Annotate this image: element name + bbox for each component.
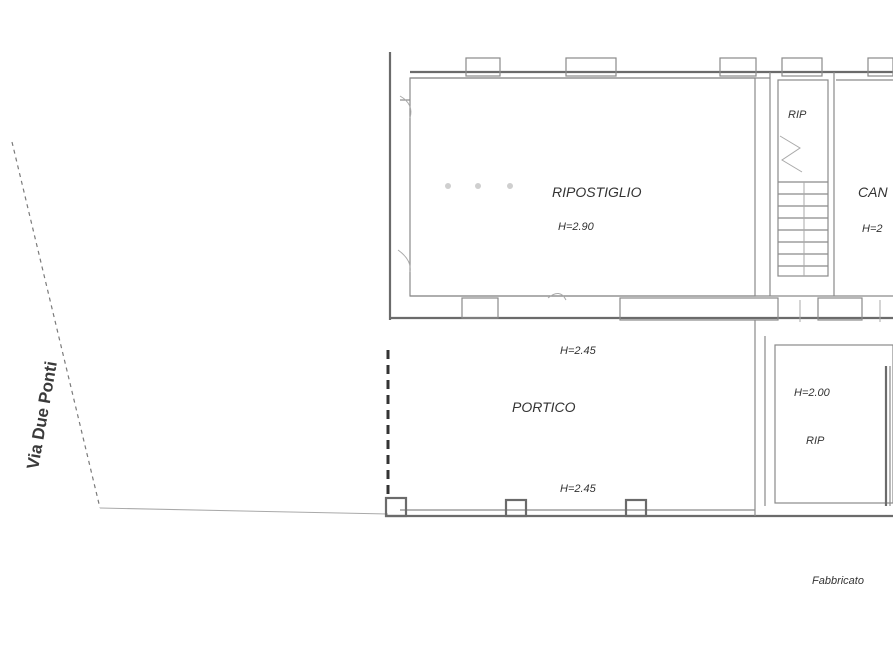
staircase: RIP — [769, 72, 835, 296]
room-portico: H=2.45 PORTICO H=2.45 — [512, 320, 756, 516]
street-label: Via Due Ponti — [23, 360, 61, 471]
room-height-ripostiglio: H=2.90 — [558, 221, 595, 233]
middle-wall — [390, 293, 893, 322]
room-name-ripostiglio: RIPOSTIGLIO — [552, 184, 642, 200]
building-outline — [384, 52, 893, 518]
room-height-portico-bottom: H=2.45 — [560, 483, 597, 495]
room-cantina: CAN H=2 — [836, 79, 893, 235]
room-height-portico-top: H=2.45 — [560, 345, 597, 357]
room-height-small: H=2.00 — [794, 387, 831, 399]
room-name-portico: PORTICO — [512, 399, 576, 415]
property-boundary — [11, 141, 389, 515]
footer-note: Fabbricato — [812, 575, 864, 587]
stair-label: RIP — [788, 109, 807, 121]
room-name-small: RIP — [806, 435, 825, 447]
room-height-cantina: H=2 — [862, 223, 883, 235]
room-name-cantina: CAN — [858, 184, 888, 200]
room-small: H=2.00 RIP — [764, 336, 893, 506]
room-ripostiglio: RIPOSTIGLIO H=2.90 — [397, 77, 756, 297]
